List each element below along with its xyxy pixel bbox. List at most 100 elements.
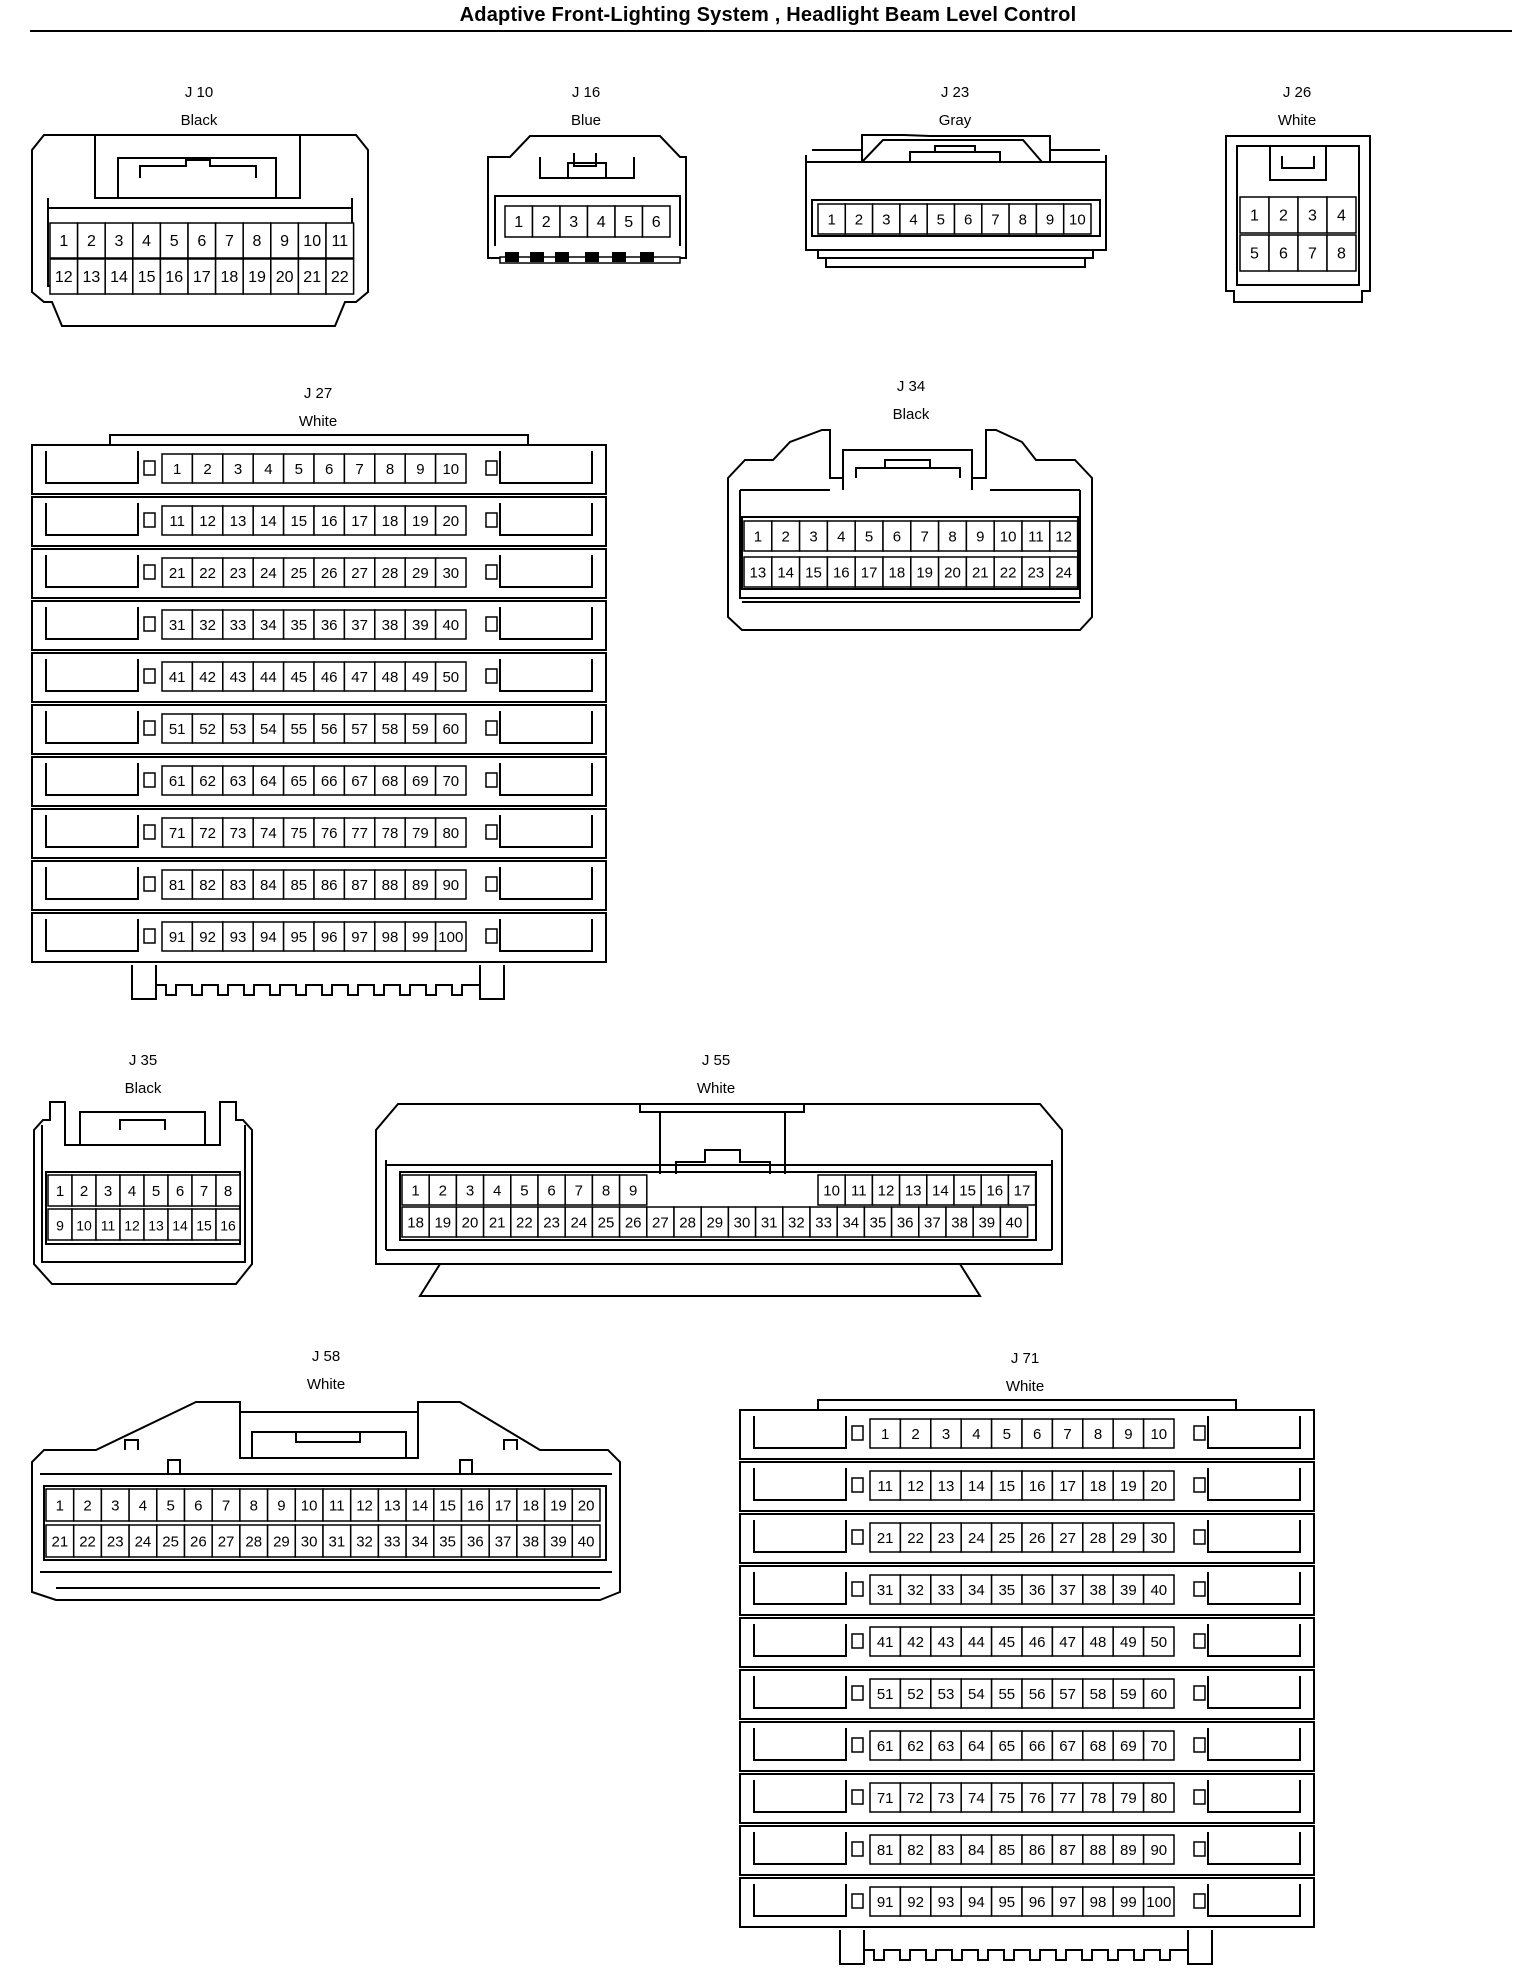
pin-number: 23 (543, 1215, 560, 1232)
pin-number: 16 (165, 269, 183, 286)
pin-cell (252, 817, 285, 848)
latch (675, 1149, 771, 1196)
pin-cell (817, 1174, 846, 1206)
pin-number: 16 (833, 565, 850, 582)
pin-number: 2 (782, 529, 790, 546)
pin-number: 21 (877, 1530, 894, 1547)
pin-cell (1142, 1522, 1175, 1553)
pin-number: 30 (734, 1215, 751, 1232)
pin-number: 8 (253, 233, 262, 250)
latch-housing (239, 1412, 419, 1459)
body-detail (167, 1459, 473, 1474)
row-clip (1193, 1477, 1206, 1493)
body-detail (41, 1125, 246, 1263)
pin-number: 51 (169, 721, 186, 738)
pin-cell (167, 1208, 193, 1241)
latch (567, 162, 607, 178)
pin-cell (434, 817, 467, 848)
pin-number: 13 (230, 513, 247, 530)
pin-cell (930, 1522, 962, 1553)
pin-number: 18 (407, 1215, 424, 1232)
pin-number: 11 (851, 1183, 867, 1200)
pin-number: 100 (438, 929, 463, 946)
pin-number: 4 (1337, 208, 1346, 225)
pin-number: 85 (998, 1842, 1015, 1859)
pin-cell (343, 505, 376, 536)
pin-number: 38 (1090, 1582, 1107, 1599)
connector-name: J 35 (129, 1052, 157, 1069)
pin-cell (727, 1206, 757, 1238)
pin-number: 7 (1308, 246, 1317, 263)
pin-number: 94 (260, 929, 277, 946)
connector-color: White (307, 1376, 345, 1393)
pin-cell (222, 505, 254, 536)
pin-cell (455, 1174, 485, 1206)
pin-cell (214, 258, 244, 295)
pin-number: 22 (516, 1215, 533, 1232)
pin-cell (899, 1522, 932, 1553)
pin-cell (215, 1174, 241, 1207)
pin-number: 1 (59, 233, 68, 250)
row-clip (485, 460, 498, 476)
pin-number: 34 (968, 1582, 985, 1599)
row-clip (851, 1893, 864, 1909)
pin-number: 5 (1250, 246, 1259, 263)
pin-cell (434, 713, 467, 744)
pin-number: 5 (295, 461, 303, 478)
pin-cell (460, 1488, 490, 1522)
pin-cell (1268, 196, 1299, 234)
pin-cell (1142, 1886, 1175, 1917)
pin-cell (242, 258, 272, 295)
pin-number: 21 (52, 1534, 69, 1551)
body-outline (33, 1101, 253, 1285)
top-rail (109, 434, 529, 445)
row-slot (739, 1513, 1315, 1564)
pin-number: 2 (83, 1498, 91, 1515)
pin-number: 5 (520, 1183, 528, 1200)
pin-number: 23 (107, 1534, 124, 1551)
pin-cell (564, 1174, 594, 1206)
pin-cell (930, 1886, 962, 1917)
pin-cell (899, 1730, 932, 1761)
pin-cell (1021, 1626, 1054, 1657)
pin-number: 12 (55, 269, 73, 286)
pin-number: 93 (230, 929, 247, 946)
pin-number: 14 (260, 513, 277, 530)
latch (909, 151, 1001, 162)
pin-cell (325, 222, 355, 259)
pin-number: 24 (135, 1534, 152, 1551)
pin-number: 9 (416, 461, 424, 478)
pin-cell (434, 557, 467, 588)
row-slot (31, 704, 607, 755)
pin-cell (252, 453, 285, 484)
pin-cell (618, 1174, 648, 1206)
pin-number: 12 (878, 1183, 895, 1200)
body-outline (727, 429, 1093, 631)
body-detail (376, 1160, 1062, 1265)
latch (855, 467, 961, 478)
pin-number: 61 (877, 1738, 894, 1755)
pin-cell (844, 1174, 874, 1206)
pin-cell (214, 222, 244, 259)
pin-cell (161, 661, 194, 692)
pin-number: 1 (56, 1183, 64, 1200)
row-clip (851, 1685, 864, 1701)
pin-number: 69 (1120, 1738, 1137, 1755)
pin-cell (1021, 520, 1051, 552)
pin-cell (343, 817, 376, 848)
pin-number: 18 (1090, 1478, 1107, 1495)
pin-cell (937, 556, 968, 588)
latch-housing (117, 157, 277, 198)
pin-cell (191, 661, 224, 692)
pin-cell (1051, 1418, 1084, 1449)
pin-cell (910, 520, 940, 552)
base-foot (131, 965, 157, 1000)
pin-cell (899, 1782, 932, 1813)
pin-number: 25 (290, 565, 307, 582)
row-slot (739, 1721, 1315, 1772)
pin-number: 26 (190, 1534, 207, 1551)
pin-number: 76 (1029, 1790, 1046, 1807)
pin-number: 11 (331, 233, 348, 250)
pin-number: 27 (1059, 1530, 1076, 1547)
